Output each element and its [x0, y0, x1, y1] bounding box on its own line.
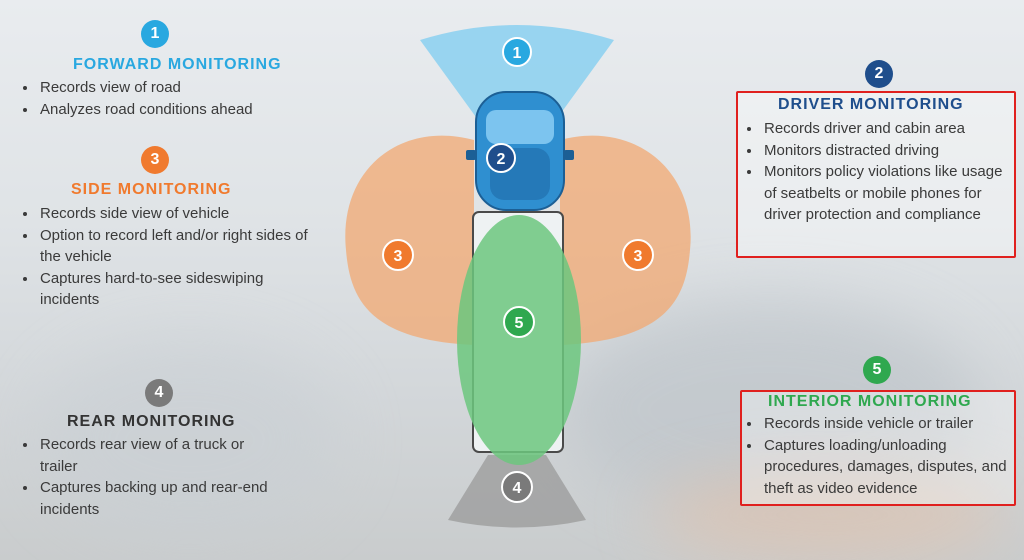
list-item: Monitors policy violations like usage of… [762, 161, 1012, 226]
truck-windshield [486, 110, 554, 144]
driver-bullets: Records driver and cabin area Monitors d… [744, 118, 1012, 226]
side-right-marker: 3 [622, 239, 654, 271]
list-item: Monitors distracted driving [762, 140, 1012, 162]
mirror-right [564, 150, 574, 160]
list-item: Captures loading/unloading procedures, d… [762, 435, 1024, 500]
side-left-marker: 3 [382, 239, 414, 271]
list-item: Records view of road [38, 77, 318, 99]
rear-marker-label: 4 [513, 480, 522, 497]
forward-marker-label: 1 [513, 45, 522, 62]
side-right-marker-label: 3 [634, 248, 643, 265]
mirror-left [466, 150, 476, 160]
side-zone-left [345, 135, 474, 345]
interior-number-badge: 5 [863, 356, 891, 384]
interior-title: INTERIOR MONITORING [768, 393, 972, 410]
list-item: Records side view of vehicle [38, 203, 316, 225]
list-item: Records inside vehicle or trailer [762, 413, 1024, 435]
list-item: Analyzes road conditions ahead [38, 99, 318, 121]
driver-title: DRIVER MONITORING [778, 96, 964, 113]
rear-bullets: Records rear view of a truck or trailer … [20, 434, 283, 520]
side-title: SIDE MONITORING [71, 181, 232, 198]
forward-title: FORWARD MONITORING [73, 56, 282, 73]
driver-marker-label: 2 [497, 151, 506, 168]
side-left-marker-label: 3 [394, 248, 403, 265]
list-item: Captures backing up and rear-end inciden… [38, 477, 283, 520]
list-item: Records driver and cabin area [762, 118, 1012, 140]
interior-marker: 5 [503, 306, 535, 338]
forward-number-badge: 1 [141, 20, 169, 48]
driver-number-badge: 2 [865, 60, 893, 88]
forward-zone [420, 25, 614, 135]
side-bullets: Records side view of vehicle Option to r… [20, 203, 316, 311]
rear-number-badge: 4 [145, 379, 173, 407]
driver-highlight-box [736, 91, 1016, 258]
driver-marker: 2 [486, 143, 516, 173]
forward-marker: 1 [502, 37, 532, 67]
rear-marker: 4 [501, 471, 533, 503]
rear-title: REAR MONITORING [67, 413, 236, 430]
interior-bullets: Records inside vehicle or trailer Captur… [744, 413, 1024, 499]
list-item: Option to record left and/or right sides… [38, 225, 316, 268]
interior-marker-label: 5 [515, 315, 524, 332]
forward-bullets: Records view of road Analyzes road condi… [20, 77, 318, 120]
side-zone-right [560, 135, 691, 345]
interior-highlight-box [740, 390, 1016, 506]
side-number-badge: 3 [141, 146, 169, 174]
interior-zone [457, 215, 581, 465]
list-item: Records rear view of a truck or trailer [38, 434, 283, 477]
list-item: Captures hard-to-see sideswiping inciden… [38, 268, 316, 311]
